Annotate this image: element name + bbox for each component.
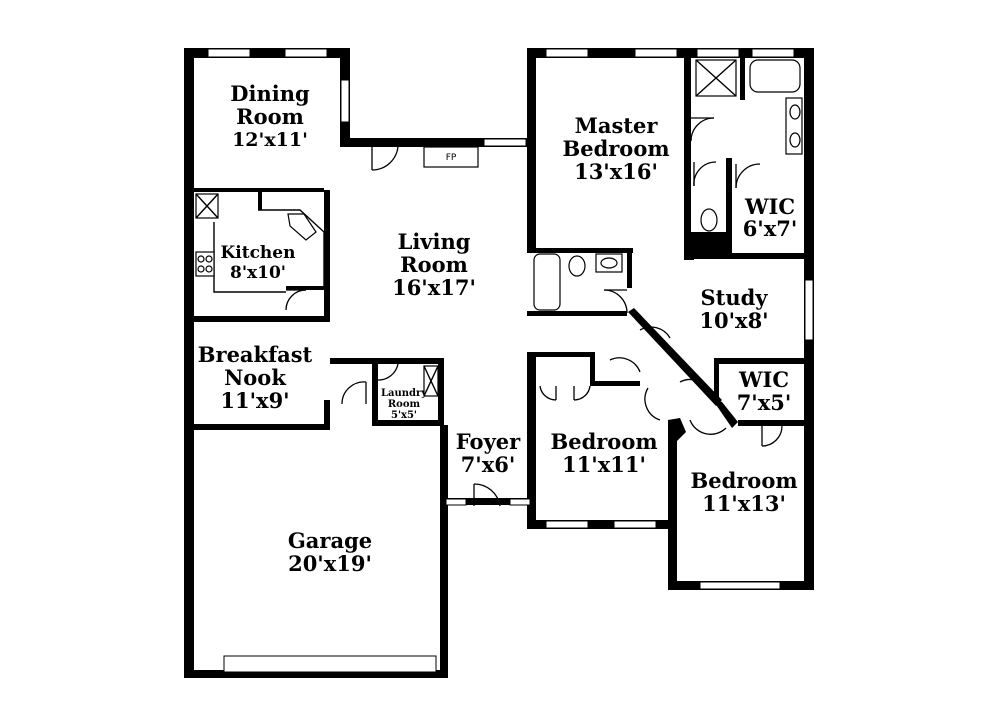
breakfast-nook-name: Breakfast <box>198 342 313 367</box>
master-bedroom-name: Master <box>575 113 659 138</box>
room-labels: Dining Room 12'x11' Kitchen 8'x10' Livin… <box>198 81 798 576</box>
wic-1-size: 6'x7' <box>743 216 798 241</box>
dining-room-size: 12'x11' <box>232 129 308 151</box>
windows <box>207 48 814 673</box>
laundry-room-size: 5'x5' <box>391 410 417 421</box>
dining-room-name2: Room <box>236 104 304 129</box>
doors <box>285 117 783 507</box>
fixtures <box>195 59 803 397</box>
study-name: Study <box>700 285 768 310</box>
wic-1-name: WIC <box>744 194 795 219</box>
laundry-room-name: Laundry <box>381 388 428 399</box>
toilet-icon <box>700 208 718 232</box>
foyer-name: Foyer <box>456 429 521 454</box>
wic-2-size: 7'x5' <box>737 390 792 415</box>
foyer-size: 7'x6' <box>461 452 516 477</box>
fireplace-icon <box>423 146 479 168</box>
breakfast-nook-size: 11'x9' <box>220 388 289 413</box>
hall-toilet-icon <box>568 255 586 277</box>
fireplace-label: FP <box>446 153 457 163</box>
breakfast-nook-name2: Nook <box>224 365 286 390</box>
master-bedroom-name2: Bedroom <box>562 136 669 161</box>
living-room-name2: Room <box>400 252 468 277</box>
kitchen-sink-icon <box>287 213 317 241</box>
study-size: 10'x8' <box>699 308 768 333</box>
laundry-room-name2: Room <box>388 399 421 410</box>
master-bedroom-size: 13'x16' <box>574 159 658 184</box>
living-room-name: Living <box>398 229 471 254</box>
kitchen-size: 8'x10' <box>230 263 286 283</box>
wic-2-name: WIC <box>738 367 789 392</box>
stove-icon <box>195 251 215 277</box>
living-room-size: 16'x17' <box>392 275 476 300</box>
bedroom-1-size: 11'x11' <box>562 452 646 477</box>
bathtub-icon <box>749 59 801 93</box>
dining-room-name: Dining <box>230 81 310 106</box>
hall-tub-icon <box>533 253 561 311</box>
bedroom-2-name: Bedroom <box>690 468 797 493</box>
garage-size: 20'x19' <box>288 551 372 576</box>
kitchen-name: Kitchen <box>221 243 296 263</box>
bedroom-2-size: 11'x13' <box>702 491 786 516</box>
bedroom-1-name: Bedroom <box>550 429 657 454</box>
garage-name: Garage <box>288 528 372 553</box>
